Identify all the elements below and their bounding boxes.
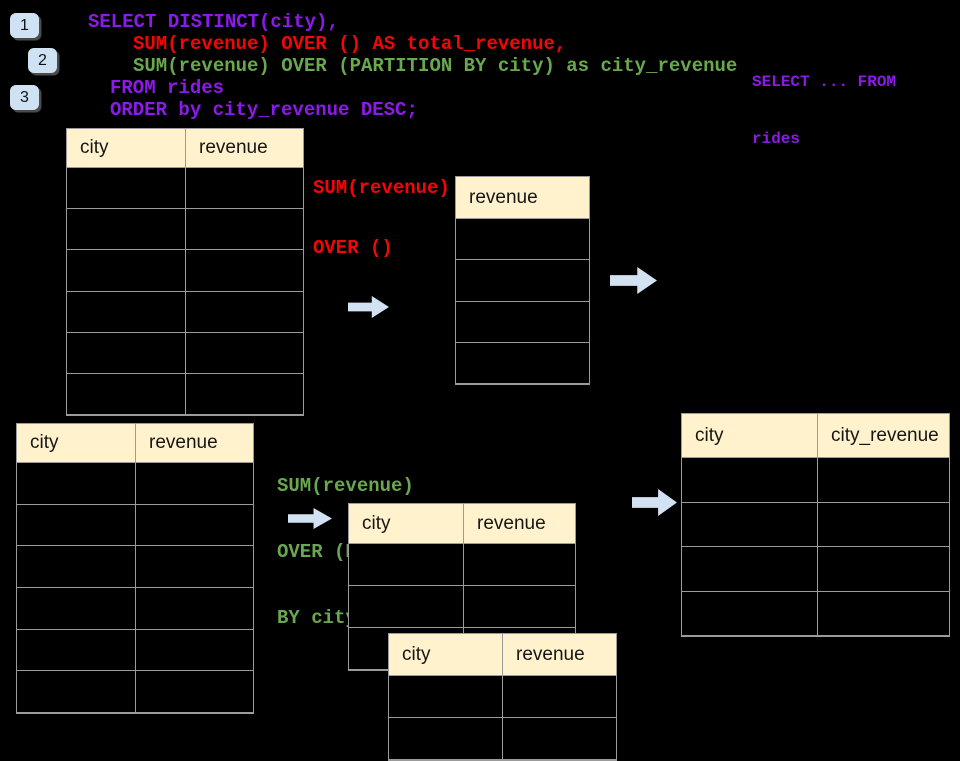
table-cell (818, 547, 949, 592)
table-cell (186, 168, 303, 210)
step-badge-1: 1 (10, 13, 39, 38)
table-cell (136, 546, 253, 589)
table-cell (682, 502, 818, 547)
sql-line-select: SELECT DISTINCT(city), (88, 11, 339, 33)
table-total-revenue-result: revenue (455, 176, 590, 386)
sql-line-partition: SUM(revenue) OVER (PARTITION BY city) as… (133, 55, 738, 77)
table-cell (818, 458, 949, 503)
table-cell (456, 301, 589, 343)
column-header: revenue (456, 177, 589, 219)
table-cell (67, 332, 186, 374)
table-cell (349, 544, 464, 586)
table-cell (67, 250, 186, 292)
table-cell (17, 671, 136, 714)
arrow-right-icon (632, 489, 677, 516)
table-cell (464, 586, 575, 628)
table-cell (136, 504, 253, 547)
column-header: revenue (464, 504, 575, 544)
table-cell (682, 547, 818, 592)
sql-line-from: FROM rides (110, 77, 225, 99)
column-header: city (349, 504, 464, 544)
table-cell (389, 718, 503, 760)
table-cell (503, 718, 616, 760)
table-cell (456, 260, 589, 302)
table-cell (136, 629, 253, 672)
table-cell (67, 373, 186, 416)
side-note-select-from-rides: SELECT ... FROM rides (752, 35, 896, 168)
table-cell (464, 544, 575, 586)
table-cell (349, 586, 464, 628)
table-cell (17, 588, 136, 630)
table-cell (456, 219, 589, 261)
table-cell (136, 463, 253, 505)
table-cell (67, 209, 186, 251)
step-badge-3: 3 (10, 85, 39, 110)
table-cell (17, 504, 136, 547)
step-badge-2: 2 (28, 48, 57, 73)
sql-window-function-slide: { "palette": { "background": "#000000", … (10, 11, 950, 761)
table-cell (186, 250, 303, 292)
annotation-line: SUM(revenue) (313, 177, 450, 199)
column-header: city (682, 414, 818, 458)
side-note-line: SELECT ... FROM (752, 73, 897, 91)
column-header: city (389, 634, 503, 676)
column-header: city_revenue (818, 414, 949, 458)
arrow-right-icon (610, 267, 657, 294)
table-cell (503, 676, 616, 718)
table-cell (186, 332, 303, 374)
table-cell (17, 463, 136, 505)
column-header: city (17, 424, 136, 463)
column-header: revenue (136, 424, 253, 463)
table-cell (818, 502, 949, 547)
annotation-line: OVER () (313, 237, 393, 259)
column-header: city (67, 129, 186, 168)
arrow-right-icon (348, 296, 389, 318)
table-cell (67, 291, 186, 333)
annotation-over-empty: SUM(revenue) OVER () (313, 138, 450, 278)
table-cell (136, 588, 253, 630)
table-cell (17, 629, 136, 672)
table-cell (17, 546, 136, 589)
annotation-line: SUM(revenue) (277, 475, 414, 497)
table-cell (682, 591, 818, 636)
side-note-line: rides (752, 130, 801, 148)
sql-line-order: ORDER by city_revenue DESC; (110, 99, 418, 121)
table-cell (682, 458, 818, 503)
table-cell (136, 671, 253, 714)
table-cell (186, 209, 303, 251)
table-cell (186, 291, 303, 333)
column-header: revenue (503, 634, 616, 676)
column-header: revenue (186, 129, 303, 168)
table-cell (67, 168, 186, 210)
sql-line-total: SUM(revenue) OVER () AS total_revenue, (133, 33, 567, 55)
table-cell (818, 591, 949, 636)
table-cell (456, 342, 589, 385)
table-cell (186, 373, 303, 416)
table-cell (389, 676, 503, 718)
